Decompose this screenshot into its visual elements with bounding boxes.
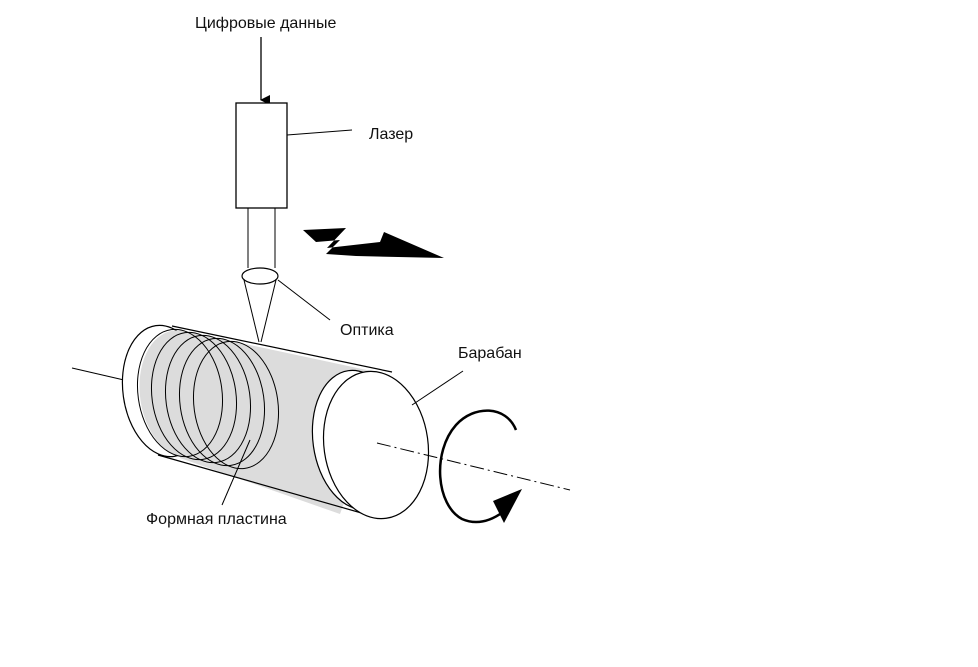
plate-rings-fill <box>139 330 225 458</box>
rotation-arrowhead <box>493 489 522 523</box>
drum-axis-right <box>376 442 571 491</box>
laser-body <box>235 102 288 209</box>
movement-arrow <box>303 228 444 258</box>
drum-bottom-edge <box>157 454 373 517</box>
label-optics: Оптика <box>340 322 394 339</box>
plate-ring-2 <box>150 331 238 461</box>
plate-ring-3 <box>164 334 252 464</box>
rotation-arrow-arc <box>438 409 518 524</box>
plate-ring-1 <box>136 328 224 458</box>
optics-leader-line <box>277 279 331 321</box>
plate-ring-5 <box>192 340 280 470</box>
label-digital-data: Цифровые данные <box>195 15 336 32</box>
plate-ring-4 <box>178 337 266 467</box>
drum-leader-line <box>411 370 464 406</box>
optics-lens <box>241 267 279 285</box>
label-drum: Барабан <box>458 345 522 362</box>
label-laser: Лазер <box>369 126 413 143</box>
drum-right-face <box>322 370 430 520</box>
focus-cone-right <box>260 279 277 343</box>
drum-top-edge <box>171 325 393 373</box>
plate-leader-line <box>221 439 251 506</box>
drum-axis-left <box>71 367 125 381</box>
focus-cone-left <box>243 279 260 343</box>
laser-leader-line <box>286 129 353 136</box>
label-plate: Формная пластина <box>146 511 287 528</box>
